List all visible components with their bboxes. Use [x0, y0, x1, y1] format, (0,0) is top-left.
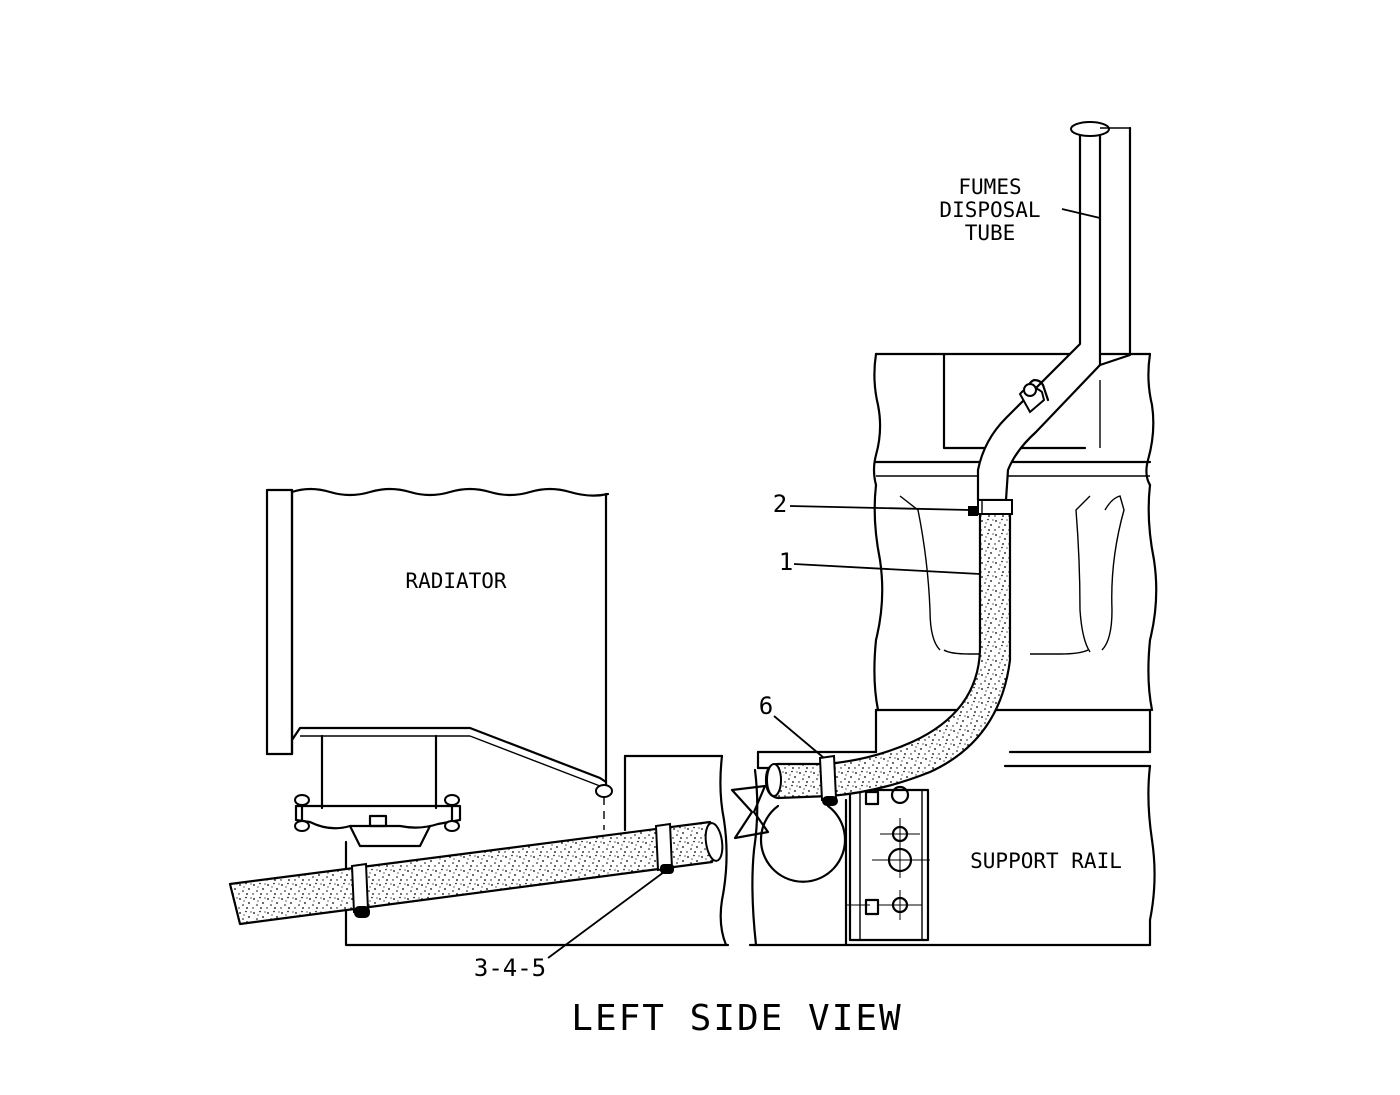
breather-hose-upper — [764, 506, 1012, 800]
label-fumes-line-1: FUMES — [958, 175, 1021, 199]
label-fumes-line-3: TUBE — [965, 221, 1016, 245]
label-support-rail: SUPPORT RAIL — [970, 849, 1122, 873]
fumes-disposal-tube — [976, 121, 1132, 502]
leader-item-2 — [789, 505, 971, 511]
callout-item-2: 2 — [773, 490, 787, 518]
leader-item-6 — [773, 715, 825, 759]
label-fumes-line-2: DISPOSAL — [939, 198, 1040, 222]
engine-block — [872, 352, 1158, 712]
label-radiator: RADIATOR — [405, 569, 507, 593]
leader-fumes-tube — [1061, 208, 1101, 219]
callout-item-6: 6 — [759, 692, 773, 720]
clamp-item-6 — [818, 754, 838, 806]
callout-items-3-4-5: 3-4-5 — [474, 954, 546, 982]
leader-item-3-4-5 — [547, 871, 665, 959]
clamp-item-2 — [968, 499, 1013, 516]
clamp-lower-left — [350, 862, 370, 918]
clamp-item-3-4-5 — [654, 822, 674, 874]
radiator — [265, 487, 613, 848]
breather-hose-lower — [228, 820, 724, 926]
view-title: LEFT SIDE VIEW — [571, 998, 902, 1039]
callout-item-1: 1 — [779, 548, 793, 576]
hose-break — [730, 784, 770, 840]
leader-item-1 — [793, 563, 981, 575]
